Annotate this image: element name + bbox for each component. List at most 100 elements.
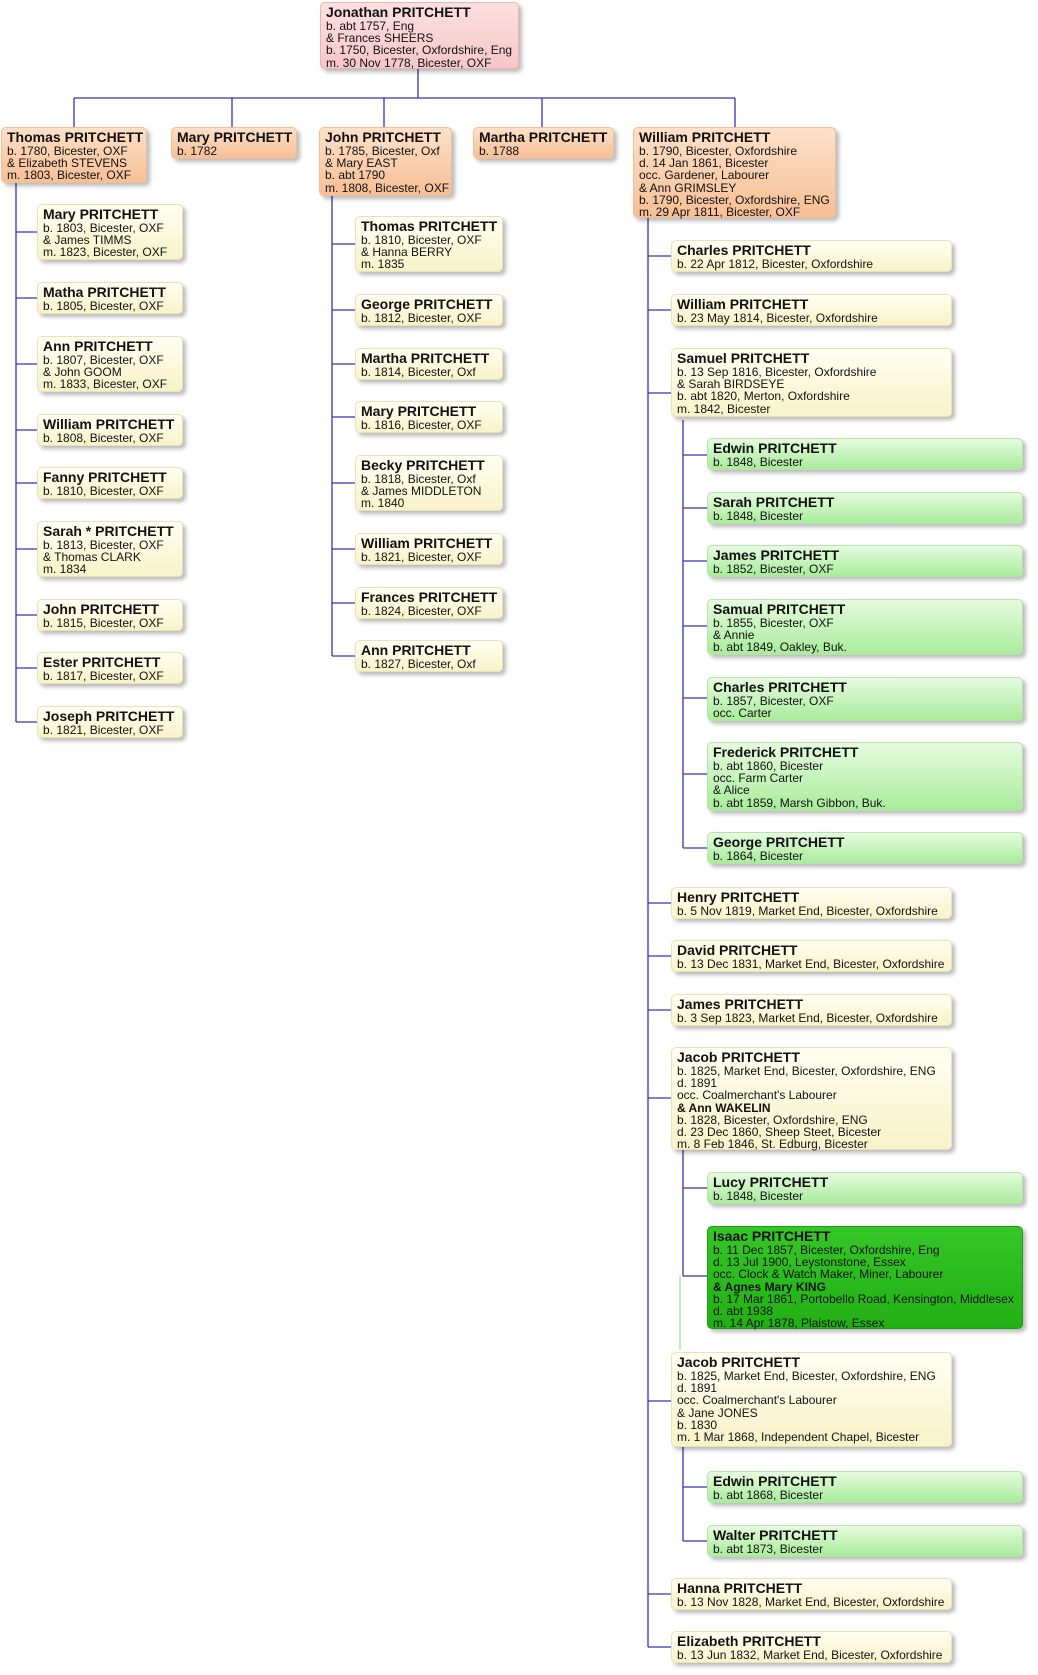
spouse-name: & Jane JONES xyxy=(677,1405,758,1420)
person-name: Edwin PRITCHETT xyxy=(713,1473,837,1489)
person-detail: occ. Gardener, Labourer xyxy=(639,168,770,183)
person-detail: occ. Carter xyxy=(713,706,772,721)
person-detail: d. 1891 xyxy=(677,1381,718,1396)
person-detail: m. 1833, Bicester, OXF xyxy=(43,377,168,392)
person-detail: b. 1805, Bicester, OXF xyxy=(43,299,164,313)
person-name: William PRITCHETT xyxy=(677,296,809,312)
person-name: Isaac PRITCHETT xyxy=(713,1228,831,1244)
person-detail: b. 23 May 1814, Bicester, Oxfordshire xyxy=(677,311,878,325)
spouse-name: & Hanna BERRY xyxy=(361,245,453,260)
person-frederick-pritchett: Frederick PRITCHETT b. abt 1860, Biceste… xyxy=(707,742,1023,811)
person-william-pritchett: William PRITCHETT b. 1790, Bicester, Oxf… xyxy=(633,127,836,218)
person-james-pritchett-1852: James PRITCHETT b. 1852, Bicester, OXF xyxy=(707,545,1023,577)
person-name: Thomas PRITCHETT xyxy=(7,129,144,145)
person-name: Henry PRITCHETT xyxy=(677,889,800,905)
person-detail: b. 1824, Bicester, OXF xyxy=(361,604,482,618)
person-martha-pritchett-1814: Martha PRITCHETT b. 1814, Bicester, Oxf xyxy=(355,348,503,380)
person-name: Charles PRITCHETT xyxy=(713,679,847,695)
person-detail: b. 1825, Market End, Bicester, Oxfordshi… xyxy=(677,1064,936,1078)
spouse-name: & James MIDDLETON xyxy=(361,484,482,499)
person-name: Martha PRITCHETT xyxy=(361,350,490,366)
person-hanna-pritchett: Hanna PRITCHETT b. 13 Nov 1828, Market E… xyxy=(671,1578,952,1610)
person-name: Hanna PRITCHETT xyxy=(677,1580,803,1596)
person-detail: b. 5 Nov 1819, Market End, Bicester, Oxf… xyxy=(677,904,938,918)
person-detail: b. 1814, Bicester, Oxf xyxy=(361,365,476,379)
spouse-name: & Mary EAST xyxy=(325,156,398,171)
person-edwin-pritchett-1868: Edwin PRITCHETT b. abt 1868, Bicester xyxy=(707,1471,1023,1503)
person-detail: b. 1855, Bicester, OXF xyxy=(713,616,834,630)
person-detail: b. 13 Sep 1816, Bicester, Oxfordshire xyxy=(677,365,877,379)
person-detail: b. abt 1860, Bicester xyxy=(713,759,824,773)
person-detail: b. 1821, Bicester, OXF xyxy=(361,550,482,564)
person-detail: b. 1803, Bicester, OXF xyxy=(43,221,164,235)
person-charles-pritchett-1857: Charles PRITCHETT b. 1857, Bicester, OXF… xyxy=(707,677,1023,721)
person-detail: b. abt 1859, Marsh Gibbon, Buk. xyxy=(713,795,886,810)
person-henry-pritchett: Henry PRITCHETT b. 5 Nov 1819, Market En… xyxy=(671,887,952,919)
person-detail: m. 29 Apr 1811, Bicester, OXF xyxy=(639,205,801,220)
person-detail: m. 1823, Bicester, OXF xyxy=(43,245,168,260)
spouse-name: & Frances SHEERS xyxy=(326,31,434,46)
person-detail: m. 1803, Bicester, OXF xyxy=(7,168,132,183)
person-name: Becky PRITCHETT xyxy=(361,457,485,473)
person-detail: b. 1825, Market End, Bicester, Oxfordshi… xyxy=(677,1369,936,1383)
person-name: Jacob PRITCHETT xyxy=(677,1354,800,1370)
person-mary-pritchett-1803: Mary PRITCHETT b. 1803, Bicester, OXF & … xyxy=(37,204,183,260)
person-name: Sarah * PRITCHETT xyxy=(43,523,174,539)
person-name: William PRITCHETT xyxy=(639,129,771,145)
person-name: Thomas PRITCHETT xyxy=(361,218,498,234)
person-john-pritchett-1815: John PRITCHETT b. 1815, Bicester, OXF xyxy=(37,599,183,631)
person-detail: occ. Coalmerchant's Labourer xyxy=(677,1088,837,1103)
person-detail: b. abt 1820, Merton, Oxfordshire xyxy=(677,389,850,404)
person-name: Charles PRITCHETT xyxy=(677,242,811,258)
person-name: Jonathan PRITCHETT xyxy=(326,4,471,20)
person-fanny-pritchett: Fanny PRITCHETT b. 1810, Bicester, OXF xyxy=(37,467,183,499)
spouse-name: & Thomas CLARK xyxy=(43,550,141,565)
person-detail: b. 22 Apr 1812, Bicester, Oxfordshire xyxy=(677,257,874,271)
person-name: James PRITCHETT xyxy=(713,547,840,563)
person-detail: b. 1818, Bicester, Oxf xyxy=(361,472,476,486)
person-detail: b. 1815, Bicester, OXF xyxy=(43,616,164,630)
person-detail: b. abt 1757, Eng xyxy=(326,19,415,33)
person-name: Martha PRITCHETT xyxy=(479,129,608,145)
person-name: Samual PRITCHETT xyxy=(713,601,846,617)
person-name: Lucy PRITCHETT xyxy=(713,1174,829,1190)
person-detail: b. 1852, Bicester, OXF xyxy=(713,562,834,576)
person-detail: m. 1 Mar 1868, Independent Chapel, Bices… xyxy=(677,1430,920,1445)
spouse-name: & Alice xyxy=(713,783,750,798)
person-detail: b. 1808, Bicester, OXF xyxy=(43,431,164,445)
person-sarah-pritchett-1813: Sarah * PRITCHETT b. 1813, Bicester, OXF… xyxy=(37,521,183,577)
person-name: Fanny PRITCHETT xyxy=(43,469,167,485)
spouse-name: & Ann WAKELIN xyxy=(677,1100,771,1115)
person-detail: d. 13 Jul 1900, Leystonstone, Essex xyxy=(713,1255,906,1270)
person-detail: b. 1790, Bicester, Oxfordshire xyxy=(639,144,798,158)
person-name: Walter PRITCHETT xyxy=(713,1527,838,1543)
person-ester-pritchett: Ester PRITCHETT b. 1817, Bicester, OXF xyxy=(37,652,183,684)
spouse-name: & James TIMMS xyxy=(43,233,132,248)
person-detail: m. 1834 xyxy=(43,562,87,577)
person-name: Samuel PRITCHETT xyxy=(677,350,810,366)
person-detail: b. 1813, Bicester, OXF xyxy=(43,538,164,552)
person-detail: b. 1790, Bicester, Oxfordshire, ENG xyxy=(639,192,830,207)
person-george-pritchett-1812: George PRITCHETT b. 1812, Bicester, OXF xyxy=(355,294,503,326)
person-detail: b. 1857, Bicester, OXF xyxy=(713,694,834,708)
person-detail: occ. Coalmerchant's Labourer xyxy=(677,1393,837,1408)
person-david-pritchett: David PRITCHETT b. 13 Dec 1831, Market E… xyxy=(671,940,952,972)
person-detail: b. 13 Nov 1828, Market End, Bicester, Ox… xyxy=(677,1595,945,1609)
person-martha-pritchett: Martha PRITCHETT b. 1788 xyxy=(473,127,614,159)
person-lucy-pritchett: Lucy PRITCHETT b. 1848, Bicester xyxy=(707,1172,1023,1204)
person-name: George PRITCHETT xyxy=(713,834,845,850)
person-detail: b. 1816, Bicester, OXF xyxy=(361,418,482,432)
person-name: Joseph PRITCHETT xyxy=(43,708,175,724)
person-detail: d. abt 1938 xyxy=(713,1304,774,1319)
person-name: Frances PRITCHETT xyxy=(361,589,498,605)
person-samual-pritchett: Samual PRITCHETT b. 1855, Bicester, OXF … xyxy=(707,599,1023,655)
person-thomas-pritchett-1810: Thomas PRITCHETT b. 1810, Bicester, OXF … xyxy=(355,216,503,272)
person-detail: b. 1828, Bicester, Oxfordshire, ENG xyxy=(677,1112,868,1127)
person-name: John PRITCHETT xyxy=(325,129,441,145)
person-detail: b. 1780, Bicester, OXF xyxy=(7,144,128,158)
person-detail: b. 1788 xyxy=(479,144,520,158)
person-detail: m. 1842, Bicester xyxy=(677,401,771,416)
person-charles-pritchett-1812: Charles PRITCHETT b. 22 Apr 1812, Bicest… xyxy=(671,240,952,272)
person-detail: b. 11 Dec 1857, Bicester, Oxfordshire, E… xyxy=(713,1243,940,1257)
person-name: Ann PRITCHETT xyxy=(361,642,471,658)
